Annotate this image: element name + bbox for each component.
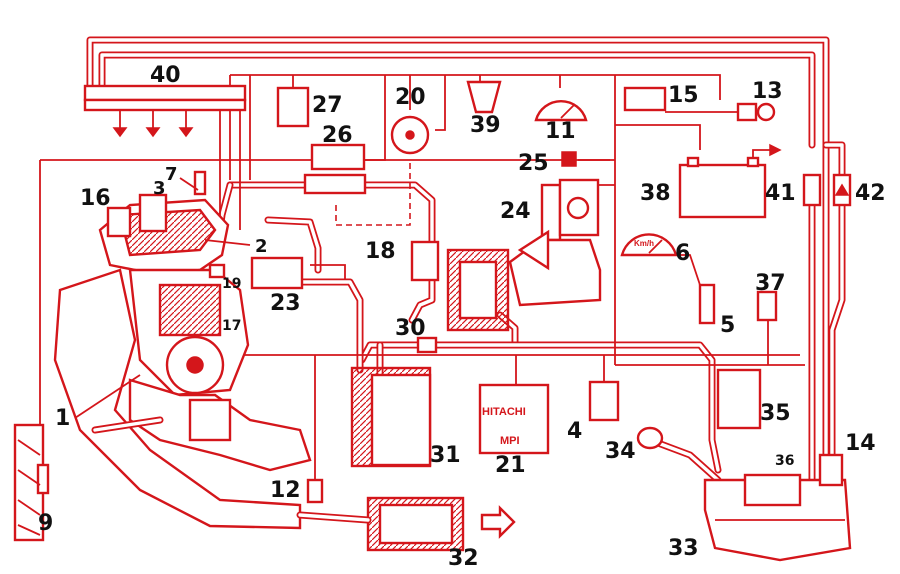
callout-numbers: 1 2 3 4 5 6 7 9 11 12 13 14 15 16 17 19 … xyxy=(38,63,886,571)
ecu-type-label: MPI xyxy=(500,435,520,447)
callout-2: 2 xyxy=(255,236,268,257)
callout-25: 25 xyxy=(518,151,549,176)
callout-38: 38 xyxy=(640,181,671,206)
fuel-lines xyxy=(86,36,846,494)
callout-9: 9 xyxy=(38,511,53,536)
callout-12: 12 xyxy=(270,478,301,503)
callout-18: 18 xyxy=(365,239,396,264)
engine-cutaway xyxy=(53,198,312,530)
callout-1: 1 xyxy=(55,406,70,431)
callout-41: 41 xyxy=(765,181,796,206)
callout-17: 17 xyxy=(222,318,241,334)
callout-40: 40 xyxy=(150,63,181,88)
callout-11: 11 xyxy=(545,119,576,144)
callout-20: 20 xyxy=(395,85,426,110)
callout-36: 36 xyxy=(775,453,794,469)
callout-37: 37 xyxy=(755,271,786,296)
callout-32: 32 xyxy=(448,546,479,571)
callout-13: 13 xyxy=(752,79,783,104)
callout-5: 5 xyxy=(720,313,735,338)
callout-34: 34 xyxy=(605,439,636,464)
callout-14: 14 xyxy=(845,431,876,456)
components xyxy=(13,80,852,562)
callout-23: 23 xyxy=(270,291,301,316)
callout-4: 4 xyxy=(567,419,582,444)
callout-26: 26 xyxy=(322,123,353,148)
component-labels: HITACHI MPI Km/h xyxy=(482,239,654,447)
callout-33: 33 xyxy=(668,536,699,561)
callout-27: 27 xyxy=(312,93,343,118)
callout-6: 6 xyxy=(675,241,690,266)
callout-24: 24 xyxy=(500,199,531,224)
callout-3: 3 xyxy=(153,178,166,199)
speedo-unit-label: Km/h xyxy=(634,239,654,248)
callout-19: 19 xyxy=(222,276,241,292)
callout-30: 30 xyxy=(395,316,426,341)
callout-15: 15 xyxy=(668,83,699,108)
fuel-rail xyxy=(83,84,247,138)
callout-42: 42 xyxy=(855,181,886,206)
callout-39: 39 xyxy=(470,113,501,138)
ecu-brand-label: HITACHI xyxy=(482,406,526,418)
callout-7: 7 xyxy=(165,164,178,185)
callout-31: 31 xyxy=(430,443,461,468)
callout-35: 35 xyxy=(760,401,791,426)
callout-21: 21 xyxy=(495,453,526,478)
callout-16: 16 xyxy=(80,186,111,211)
